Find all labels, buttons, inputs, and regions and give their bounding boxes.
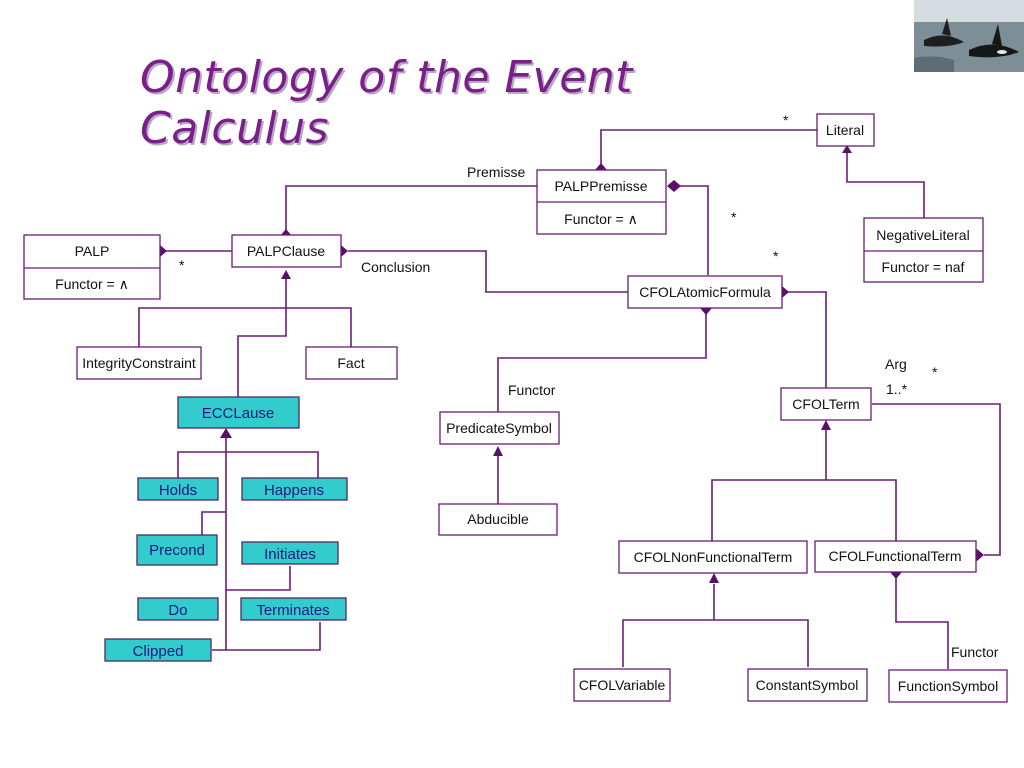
class-cfol-functional-term: CFOLFunctionalTerm: [814, 540, 977, 573]
multiplicity-literal: *: [783, 112, 789, 128]
label-functor-function: Functor: [951, 644, 999, 660]
class-cfol-term: CFOLTerm: [780, 387, 872, 421]
svg-text:NegativeLiteral: NegativeLiteral: [876, 227, 969, 243]
svg-text:ConstantSymbol: ConstantSymbol: [756, 677, 859, 693]
page-title: Ontology of the Event Calculus: [140, 52, 633, 154]
svg-text:CFOLFunctionalTerm: CFOLFunctionalTerm: [828, 548, 961, 564]
class-cfol-variable: CFOLVariable: [573, 668, 671, 702]
svg-text:Happens: Happens: [264, 482, 324, 499]
multiplicity-term: *: [932, 364, 938, 380]
class-precond: Precond: [136, 534, 218, 566]
svg-text:PALPClause: PALPClause: [247, 243, 326, 259]
association-labels: Premisse Conclusion Functor Arg 1..* Fun…: [179, 112, 999, 660]
svg-text:CFOLAtomicFormula: CFOLAtomicFormula: [639, 284, 771, 300]
svg-text:PALP: PALP: [75, 243, 110, 259]
class-abducible: Abducible: [438, 503, 558, 536]
class-function-symbol: FunctionSymbol: [888, 669, 1008, 703]
svg-text:PredicateSymbol: PredicateSymbol: [446, 420, 552, 436]
svg-text:CFOLNonFunctionalTerm: CFOLNonFunctionalTerm: [634, 549, 793, 565]
svg-text:FunctionSymbol: FunctionSymbol: [898, 678, 998, 694]
label-arg-multiplicity: 1..*: [886, 381, 908, 397]
orca-photo: [914, 0, 1024, 72]
class-clipped: Clipped: [104, 638, 212, 662]
svg-text:Clipped: Clipped: [133, 643, 184, 660]
svg-text:CFOLVariable: CFOLVariable: [579, 677, 666, 693]
label-conclusion: Conclusion: [361, 259, 430, 275]
multiplicity-premisse: *: [731, 209, 737, 225]
multiplicity-palp: *: [179, 257, 185, 273]
svg-text:Precond: Precond: [149, 542, 205, 559]
class-happens: Happens: [241, 477, 348, 501]
svg-text:Terminates: Terminates: [256, 602, 329, 619]
connector-lines: [138, 129, 1001, 669]
multiplicity-atomic: *: [773, 248, 779, 264]
svg-text:Do: Do: [168, 602, 187, 619]
class-fact: Fact: [305, 346, 398, 380]
class-literal: Literal: [816, 113, 875, 147]
label-arg: Arg: [885, 356, 907, 372]
inheritance-arrows: [220, 145, 852, 583]
svg-text:Fact: Fact: [337, 355, 364, 371]
svg-text:Functor = naf: Functor = naf: [882, 259, 965, 275]
svg-text:Literal: Literal: [826, 122, 864, 138]
svg-text:Functor = ∧: Functor = ∧: [55, 276, 129, 292]
label-premisse: Premisse: [467, 164, 526, 180]
class-cfol-nonfunctional-term: CFOLNonFunctionalTerm: [618, 540, 808, 574]
class-ecclause: ECCLause: [177, 396, 300, 429]
class-predicate-symbol: PredicateSymbol: [439, 411, 560, 445]
class-palp-premisse: PALPPremisse Functor = ∧: [536, 169, 667, 235]
class-cfol-atomic-formula: CFOLAtomicFormula: [627, 275, 783, 309]
class-constant-symbol: ConstantSymbol: [747, 668, 868, 702]
class-initiates: Initiates: [241, 541, 339, 565]
svg-text:CFOLTerm: CFOLTerm: [792, 396, 859, 412]
class-integrity-constraint: IntegrityConstraint: [76, 346, 202, 380]
class-palp: PALP Functor = ∧: [23, 234, 161, 300]
class-terminates: Terminates: [240, 597, 347, 621]
svg-text:Functor = ∧: Functor = ∧: [564, 211, 638, 227]
svg-text:Holds: Holds: [159, 482, 197, 499]
label-functor-predicate: Functor: [508, 382, 556, 398]
class-do: Do: [137, 597, 219, 621]
class-holds: Holds: [137, 477, 219, 501]
svg-text:Initiates: Initiates: [264, 546, 316, 563]
class-negative-literal: NegativeLiteral Functor = naf: [863, 217, 984, 283]
svg-text:Abducible: Abducible: [467, 511, 529, 527]
svg-text:PALPPremisse: PALPPremisse: [554, 178, 647, 194]
class-palp-clause: PALPClause: [231, 234, 342, 268]
svg-text:IntegrityConstraint: IntegrityConstraint: [82, 355, 196, 371]
svg-text:ECCLause: ECCLause: [202, 405, 275, 422]
